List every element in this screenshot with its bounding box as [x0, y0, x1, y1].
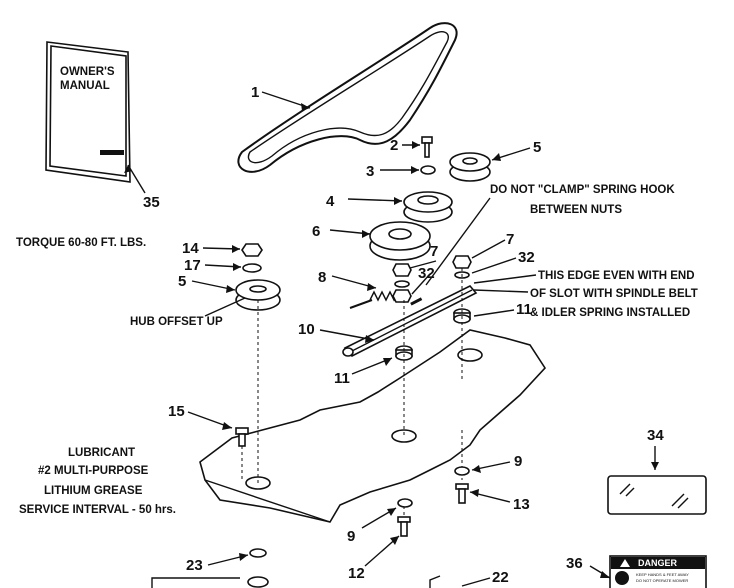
pulley-5-left — [235, 279, 281, 311]
bolt-15 — [235, 427, 249, 447]
note-lube-line-1: LUBRICANT — [68, 447, 135, 459]
washer-23 — [249, 548, 267, 558]
callout-32-center: 32 — [418, 265, 435, 282]
callout-1: 1 — [251, 84, 259, 101]
callout-2: 2 — [390, 137, 398, 154]
washer-9-center — [397, 498, 413, 508]
decal-34 — [607, 475, 707, 515]
callout-6: 6 — [312, 223, 320, 240]
warning-triangle-icon — [620, 559, 630, 567]
manual-title-line-1: OWNER'S — [60, 66, 115, 78]
danger-decal-36: DANGER KEEP HANDS & FEET AWAY DO NOT OPE… — [609, 555, 707, 588]
callout-22: 22 — [492, 569, 509, 586]
danger-decal-line-2: DO NOT OPERATE MOWER — [636, 578, 688, 583]
drive-belt — [237, 22, 458, 173]
callout-32-right: 32 — [518, 249, 535, 266]
pulley-4 — [403, 191, 453, 223]
callout-36: 36 — [566, 555, 583, 572]
manual-title-line-2: MANUAL — [60, 80, 110, 92]
note-edge-line-1: THIS EDGE EVEN WITH END — [538, 270, 695, 282]
note-lube-line-3: LITHIUM GREASE — [44, 485, 143, 497]
note-edge-line-3: & IDLER SPRING INSTALLED — [530, 307, 690, 319]
callout-7-center: 7 — [430, 243, 438, 260]
callout-9-center: 9 — [347, 528, 355, 545]
owners-manual: OWNER'S MANUAL — [45, 41, 131, 183]
note-torque: TORQUE 60-80 FT. LBS. — [16, 237, 146, 249]
note-lube-line-4: SERVICE INTERVAL - 50 hrs. — [19, 504, 176, 516]
pulley-6 — [369, 221, 431, 261]
spindle-housing-top — [247, 576, 269, 588]
washer-9-right — [454, 466, 470, 476]
bolt-13 — [455, 483, 469, 504]
bolt-12 — [397, 516, 411, 537]
note-lube-line-2: #2 MULTI-PURPOSE — [38, 465, 149, 477]
callout-12: 12 — [348, 565, 365, 582]
washer-3 — [420, 165, 436, 175]
note-clamp-line-1: DO NOT "CLAMP" SPRING HOOK — [490, 184, 675, 196]
danger-decal-title: DANGER — [638, 558, 678, 568]
note-edge-line-2: OF SLOT WITH SPINDLE BELT — [530, 288, 698, 300]
hand-hazard-icon — [615, 571, 629, 585]
danger-decal-line-1: KEEP HANDS & FEET AWAY — [636, 572, 689, 577]
callout-7-right: 7 — [506, 231, 514, 248]
callout-34: 34 — [647, 427, 664, 444]
callout-35: 35 — [143, 194, 160, 211]
note-clamp-line-2: BETWEEN NUTS — [530, 204, 622, 216]
callout-14: 14 — [182, 240, 199, 257]
callout-17: 17 — [184, 257, 201, 274]
note-hub-offset: HUB OFFSET UP — [130, 316, 223, 328]
pulley-5-right — [449, 152, 491, 182]
nut-stack-right — [452, 255, 472, 279]
callout-5-right: 5 — [533, 139, 541, 156]
callout-15: 15 — [168, 403, 185, 420]
callout-3: 3 — [366, 163, 374, 180]
callout-11-center: 11 — [334, 370, 350, 387]
bolt-2 — [421, 136, 433, 158]
callout-13: 13 — [513, 496, 530, 513]
idler-arm-10 — [342, 285, 478, 357]
callout-8: 8 — [318, 269, 326, 286]
callout-23: 23 — [186, 557, 203, 574]
nut-14 — [241, 243, 263, 257]
mower-deck — [199, 329, 547, 523]
callout-10: 10 — [298, 321, 315, 338]
nut-stack-center — [392, 263, 412, 303]
callout-4: 4 — [326, 193, 335, 210]
washer-17 — [242, 263, 262, 273]
callout-5-left: 5 — [178, 273, 186, 290]
callout-11-right: 11 — [516, 301, 532, 318]
callout-9-right: 9 — [514, 453, 522, 470]
